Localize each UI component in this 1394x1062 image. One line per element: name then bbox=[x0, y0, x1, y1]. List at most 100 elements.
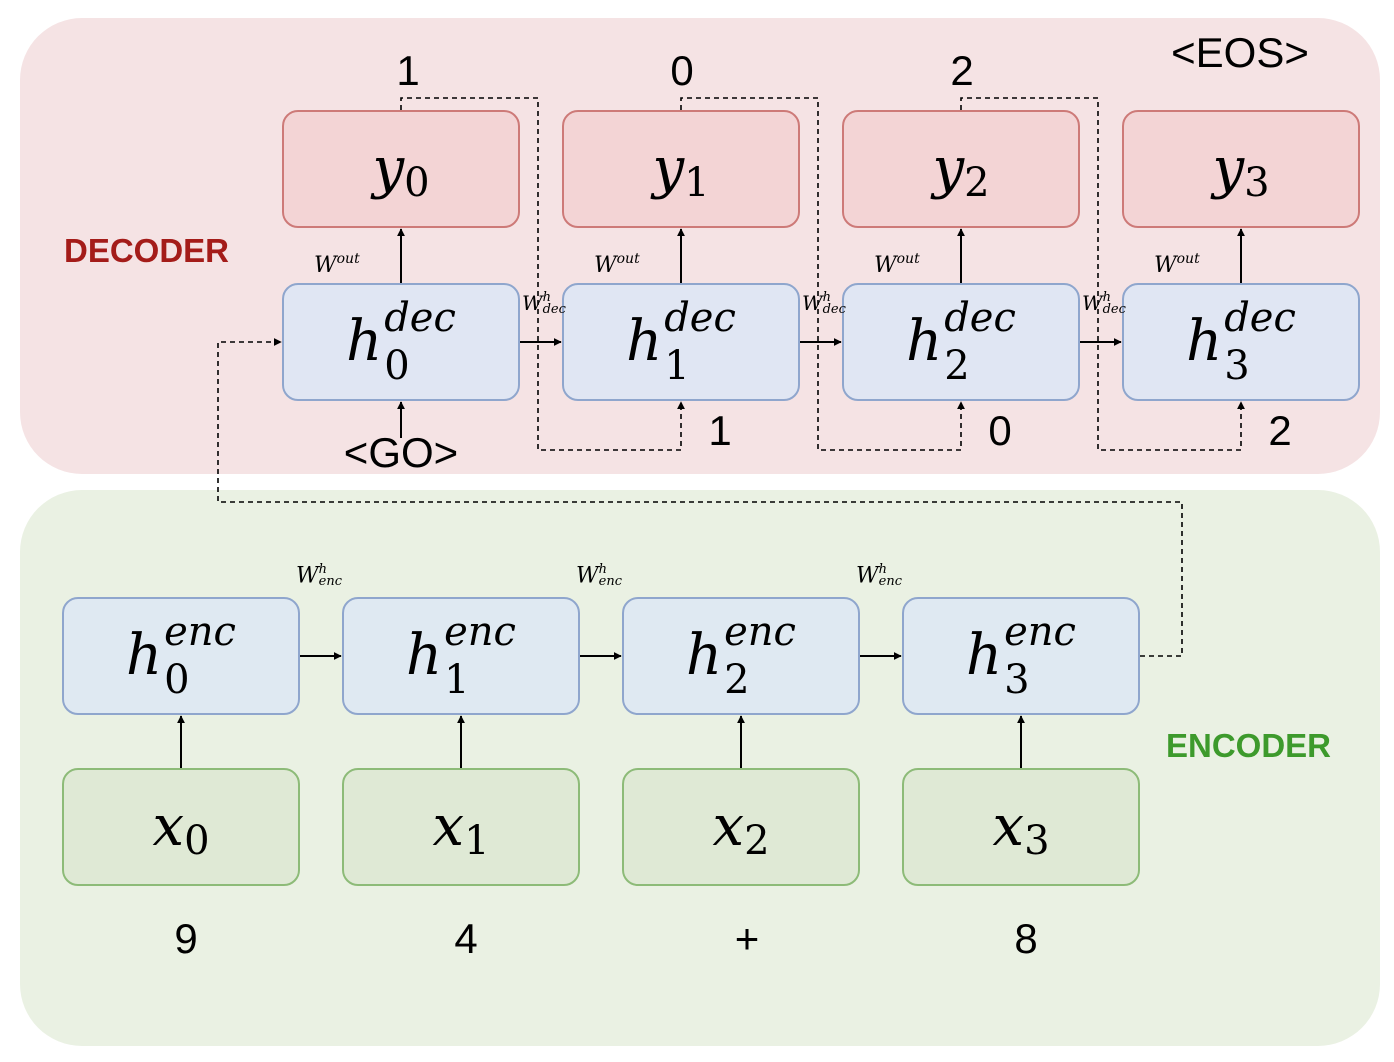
encoder-input-token-1: 4 bbox=[454, 915, 478, 962]
symbol-base: x bbox=[992, 794, 1025, 859]
symbol-superscript: dec bbox=[944, 295, 1016, 341]
weight-base: W bbox=[1082, 290, 1103, 315]
weight-subscript: enc bbox=[598, 574, 622, 590]
weight-base: W bbox=[576, 563, 599, 589]
weight-superscript: out bbox=[616, 251, 640, 267]
feedback-output-2-to-hidden-3 bbox=[960, 97, 1245, 451]
symbol-base: h bbox=[406, 623, 443, 688]
symbol-subscript: 2 bbox=[724, 657, 750, 703]
symbol-base: x bbox=[432, 794, 465, 859]
weight-superscript: h bbox=[542, 290, 551, 305]
symbol-subscript: 1 bbox=[684, 160, 710, 206]
symbol-base: y bbox=[652, 136, 685, 201]
decoder-input-token-1: 1 bbox=[708, 407, 732, 454]
symbol-base: y bbox=[932, 136, 965, 201]
weight-superscript: h bbox=[822, 290, 831, 305]
weight-base: W bbox=[296, 563, 319, 589]
encoder-input-token-2: + bbox=[734, 915, 760, 962]
context-encoder-to-decoder bbox=[217, 338, 1183, 657]
symbol-base: h bbox=[966, 623, 1003, 688]
weight-subscript: enc bbox=[878, 574, 902, 590]
weight-superscript: out bbox=[1176, 251, 1200, 267]
decoder-label: DECODER bbox=[64, 232, 230, 269]
symbol-base: h bbox=[1186, 309, 1223, 374]
feedback-output-0-to-hidden-1 bbox=[400, 97, 685, 451]
symbol-subscript: 0 bbox=[404, 160, 430, 206]
weight-superscript: out bbox=[336, 251, 360, 267]
symbol-base: h bbox=[686, 623, 723, 688]
symbol-subscript: 0 bbox=[164, 657, 190, 703]
symbol-base: x bbox=[712, 794, 745, 859]
symbol-subscript: 0 bbox=[184, 818, 210, 864]
symbol-base: y bbox=[1212, 136, 1245, 201]
symbol-subscript: 1 bbox=[464, 818, 490, 864]
symbol-subscript: 2 bbox=[944, 343, 970, 389]
symbol-base: h bbox=[126, 623, 163, 688]
symbol-superscript: enc bbox=[1004, 609, 1076, 655]
symbol-subscript: 1 bbox=[664, 343, 690, 389]
symbol-superscript: enc bbox=[724, 609, 796, 655]
encoder-input-token-3: 8 bbox=[1014, 915, 1038, 962]
weight-superscript: h bbox=[318, 562, 327, 577]
symbol-subscript: 1 bbox=[444, 657, 470, 703]
symbol-subscript: 3 bbox=[1224, 343, 1250, 389]
symbol-superscript: dec bbox=[664, 295, 736, 341]
weight-base: W bbox=[314, 253, 337, 278]
weight-superscript: out bbox=[896, 251, 920, 267]
symbol-subscript: 0 bbox=[384, 343, 410, 389]
symbol-subscript: 3 bbox=[1024, 818, 1050, 864]
w-out-label-2: Wout bbox=[874, 252, 920, 277]
decoder-input-token-0: <GO> bbox=[343, 429, 459, 476]
weight-base: W bbox=[802, 290, 823, 315]
weight-subscript: dec bbox=[1102, 302, 1126, 318]
symbol-superscript: enc bbox=[164, 609, 236, 655]
weight-subscript: dec bbox=[542, 302, 566, 318]
symbol-superscript: dec bbox=[1224, 295, 1296, 341]
decoder-output-token-0: 1 bbox=[396, 47, 420, 94]
weight-subscript: enc bbox=[318, 574, 342, 590]
symbol-base: h bbox=[626, 309, 663, 374]
symbol-base: x bbox=[152, 794, 185, 859]
symbol-base: h bbox=[346, 309, 383, 374]
symbol-subscript: 3 bbox=[1244, 160, 1270, 206]
decoder-input-token-3: 2 bbox=[1268, 407, 1292, 454]
decoder-output-token-1: 0 bbox=[670, 47, 694, 94]
encoder-input-token-0: 9 bbox=[174, 915, 198, 962]
